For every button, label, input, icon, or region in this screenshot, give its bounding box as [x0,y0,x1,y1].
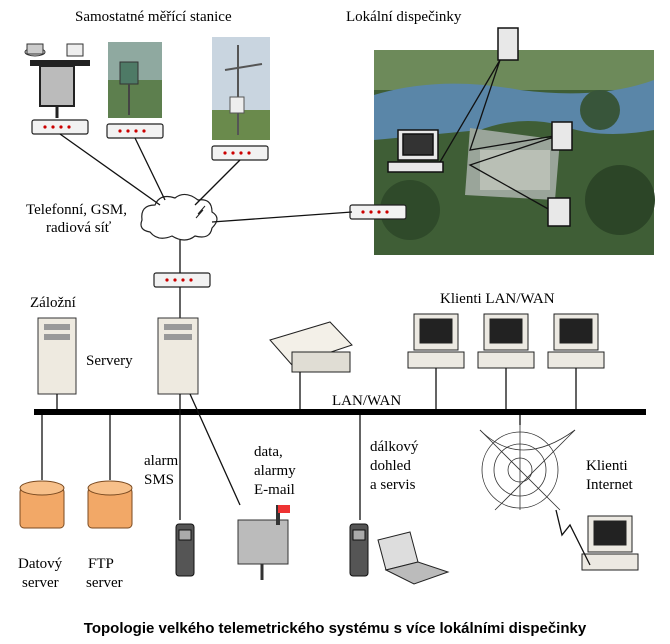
mailbox-icon [237,505,290,580]
station-photo-3 [212,37,270,140]
modem-icons [31,119,407,288]
label-remote-3: a servis [370,477,416,493]
internet-link [555,509,591,566]
dam-photo [374,50,655,255]
label-email-3: E-mail [254,482,295,498]
label-internet-1: Klienti [586,458,628,474]
label-clients-lan: Klienti LAN/WAN [440,291,555,307]
bus-drops [41,393,521,520]
lan-clients [407,313,605,369]
internet-client-pc [581,515,639,571]
dispatch-stations [387,27,573,227]
laptop-icon [377,531,450,585]
printer-icon [269,321,353,410]
label-internet-2: Internet [586,477,633,493]
weather-station-1 [24,43,90,118]
label-servers: Servery [86,353,133,369]
label-data-server-1: Datový [18,556,63,572]
label-stations: Samostatné měřící stanice [75,9,232,25]
servers [37,317,199,395]
label-backup: Záložní [30,295,76,311]
figure-caption: Topologie velkého telemetrického systému… [83,620,587,637]
station-photo-2 [108,42,162,118]
database-icons [19,480,133,529]
label-alarm-2: SMS [144,472,175,488]
lan-client-links [435,368,577,410]
label-email-1: data, [254,444,283,460]
lan-bus [34,409,646,415]
label-ftp-server-2: server [86,575,123,591]
label-alarm-1: alarm [144,453,179,469]
label-lan-wan: LAN/WAN [332,393,402,409]
label-email-2: alarmy [254,463,296,479]
label-ftp-server-1: FTP [88,556,114,572]
label-data-server-2: server [22,575,59,591]
modem-leds [43,125,389,282]
label-network-2: radiová síť [46,220,112,236]
label-remote-2: dohled [370,458,411,474]
connections [59,59,561,318]
internet-web-icon [479,425,576,511]
mobile-phones [175,523,369,577]
network-cloud [140,193,218,241]
label-local-dispatch: Lokální dispečinky [346,9,462,25]
label-network-1: Telefonní, GSM, [26,202,128,218]
label-remote-1: dálkový [370,439,419,455]
